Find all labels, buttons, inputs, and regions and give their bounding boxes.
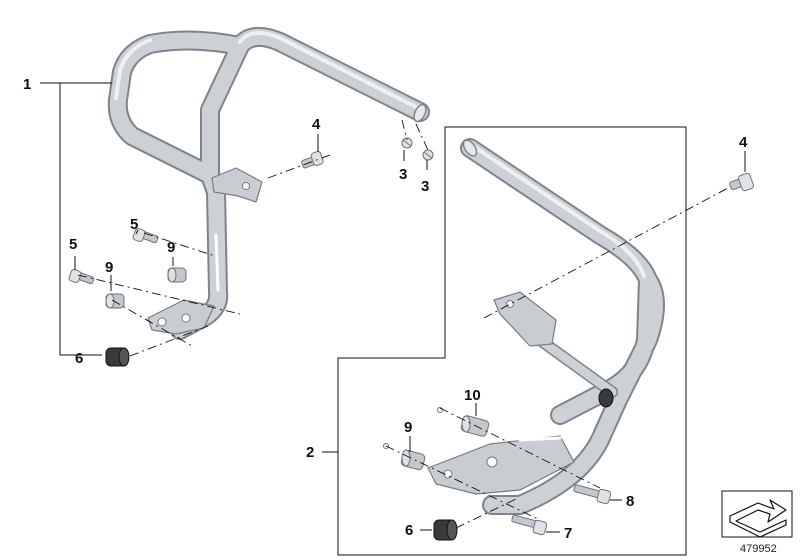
- callout-leaders: [74, 134, 746, 533]
- callout-4a: 4: [312, 116, 321, 133]
- callout-5b: 5: [130, 216, 138, 233]
- callout-9a: 9: [105, 259, 113, 276]
- crash-bar-right-icon: [427, 138, 665, 515]
- bolt-8-icon: [573, 484, 612, 505]
- callout-6a: 6: [75, 350, 83, 367]
- callout-9c: 9: [404, 419, 412, 436]
- screw-3a-icon: [401, 137, 413, 149]
- group-frame-2: [322, 126, 687, 556]
- callout-8: 8: [626, 493, 634, 510]
- bolt-5a-icon: [68, 268, 95, 285]
- bolt-4b-icon: [729, 172, 755, 192]
- callout-labels: 1 2 3 3 4 4 5 5 6 6 7 8 9 9 9 10: [23, 76, 748, 542]
- callout-2: 2: [306, 444, 314, 461]
- bolt-4a-icon: [301, 150, 324, 169]
- rubber-bumper-6b-icon: [433, 519, 458, 541]
- bolt-5b-icon: [132, 227, 159, 244]
- callout-5a: 5: [69, 236, 77, 253]
- callout-6b: 6: [405, 522, 413, 539]
- spacer-9a-icon: [105, 293, 125, 309]
- callout-1: 1: [23, 76, 31, 93]
- direction-arrow-icon: [721, 490, 793, 538]
- callout-3b: 3: [421, 178, 429, 195]
- callout-3a: 3: [399, 166, 407, 183]
- screw-3b-icon: [422, 149, 434, 161]
- callout-4b: 4: [739, 134, 748, 151]
- spacer-9b-icon: [167, 267, 187, 283]
- callout-10: 10: [464, 387, 481, 404]
- bolt-7-icon: [511, 514, 548, 536]
- assembly-axis-lines: [77, 119, 729, 529]
- callout-9b: 9: [167, 239, 175, 256]
- callout-7: 7: [564, 525, 572, 542]
- spacer-9c-icon: [400, 449, 426, 471]
- reference-number: 479952: [740, 543, 777, 555]
- rubber-bumper-6a-icon: [105, 347, 130, 367]
- group-bracket-1: [40, 82, 112, 356]
- crash-bar-left-icon: [107, 26, 430, 340]
